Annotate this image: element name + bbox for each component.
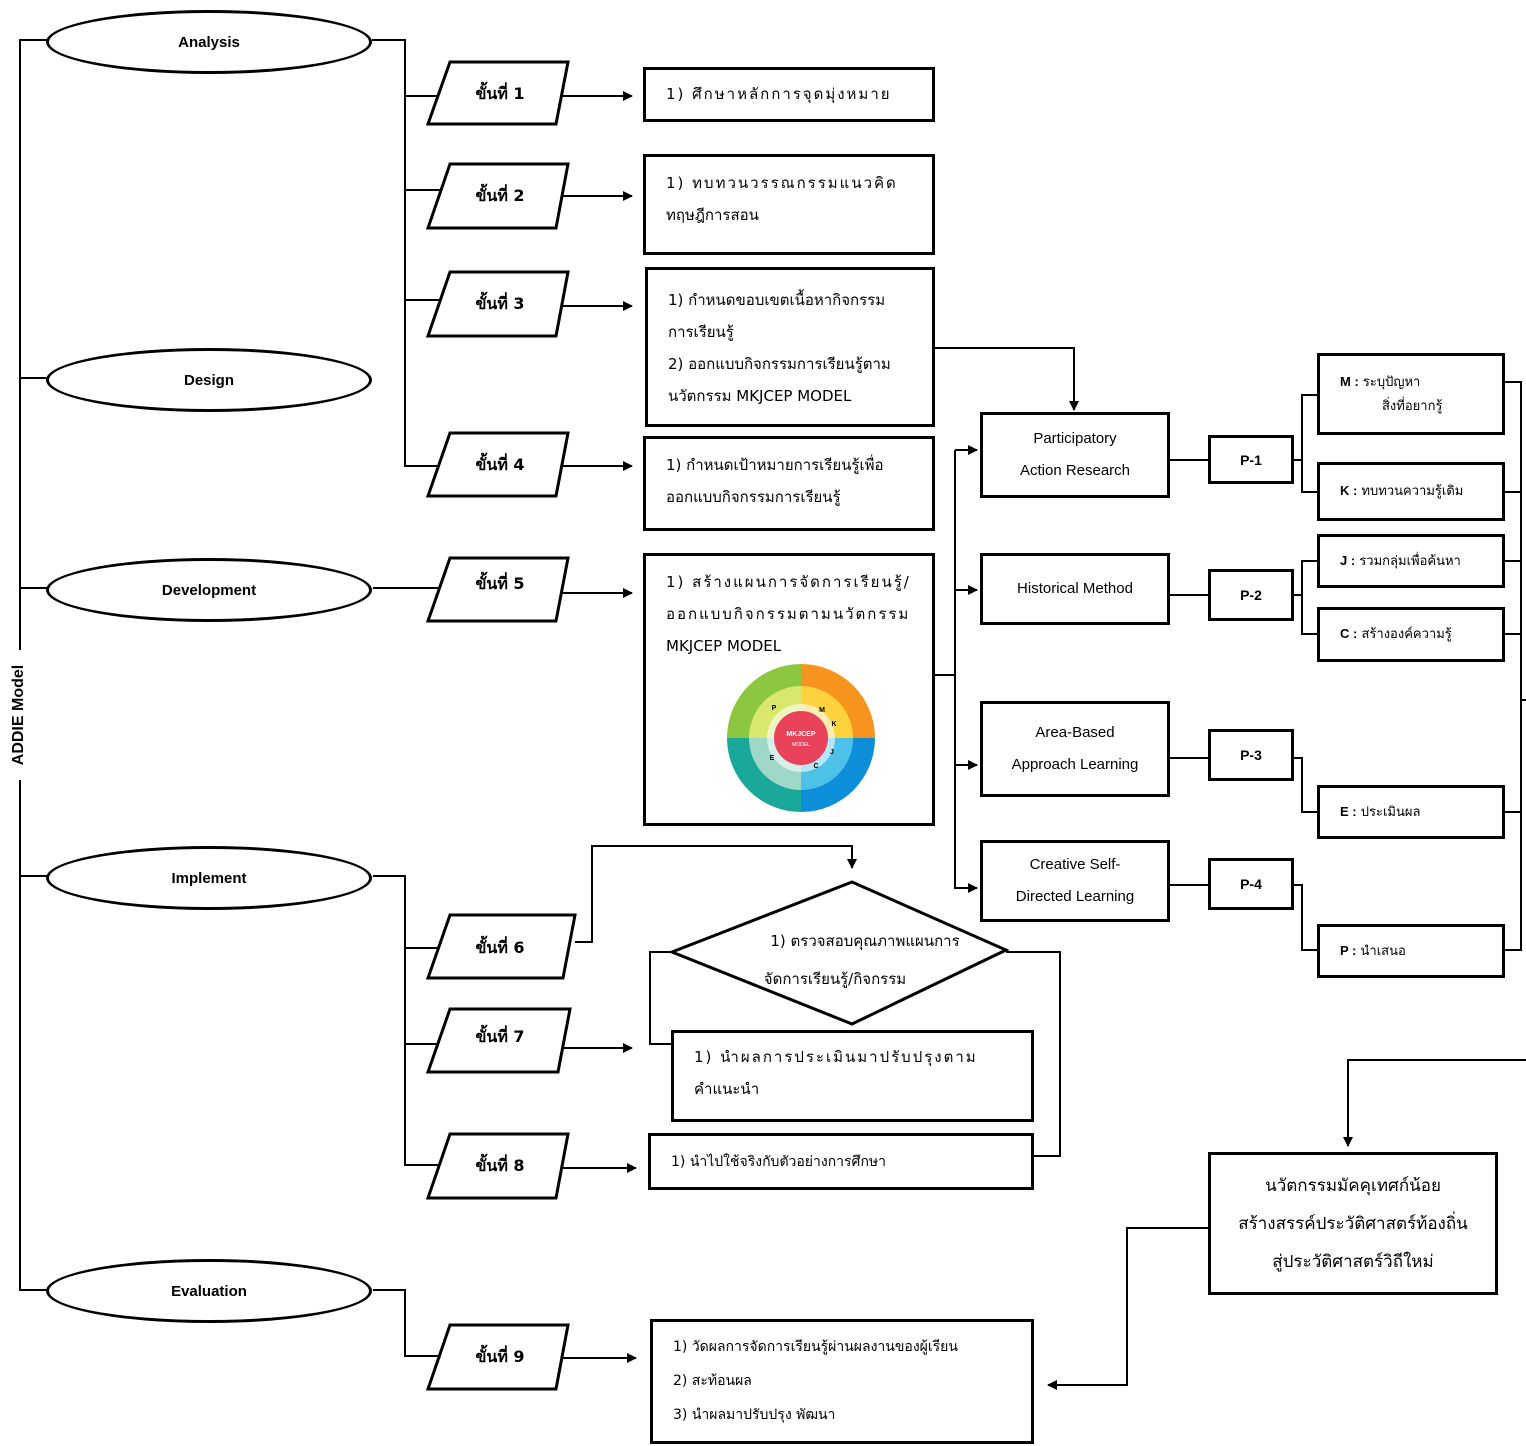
model-label: ADDIE Model [4, 650, 34, 780]
step-5-line: ออกแบบกิจกรรมตามนวัตกรรม [666, 605, 911, 623]
step-4-box: 1) กำหนดเป้าหมายการเรียนรู้เพื่อ ออกแบบก… [643, 436, 935, 531]
innovation-line: นวัตกรรมมัคคุเทศก์น้อย [1265, 1176, 1441, 1196]
method-line: Area-Based [1035, 724, 1115, 741]
wheel-letter: M [819, 707, 825, 714]
letter-text: นำเสนอ [1360, 943, 1406, 959]
phase-development: Development [46, 558, 372, 622]
step-3-line: นวัตกรรม MKJCEP MODEL [668, 387, 852, 405]
phase-label: Design [183, 371, 234, 389]
wheel-letter: J [830, 749, 834, 756]
step-9-line: 3) นำผลมาปรับปรุง พัฒนา [673, 1407, 836, 1423]
method-line: Participatory [1033, 430, 1117, 447]
step-7-line: 1) นำผลการประเมินมาปรับปรุงตาม [694, 1048, 978, 1066]
step-6-text: 1) ตรวจสอบคุณภาพแผนการ จัดการเรียนรู้/กิ… [725, 922, 1005, 998]
wheel-center-text: MKJCEP [786, 731, 816, 738]
step-9-line: 2) สะท้อนผล [673, 1373, 752, 1389]
step-7-line: คำแนะนำ [694, 1080, 760, 1098]
step-4-line: ออกแบบกิจกรรมการเรียนรู้ [666, 488, 841, 506]
step-5-label: ขั้นที่ 5 [475, 573, 525, 593]
wheel-letter: P [772, 705, 777, 712]
phase-evaluation: Evaluation [46, 1259, 372, 1323]
method-participatory: Participatory Action Research [980, 412, 1170, 498]
letter-text: ทบทวนความรู้เดิม [1361, 484, 1464, 499]
step-7-label: ขั้นที่ 7 [475, 1026, 525, 1046]
mkjcep-wheel-icon: MKJCEP MODEL M K J C E P [727, 664, 875, 812]
letter-p: P : นำเสนอ [1317, 924, 1505, 978]
phase-design: Design [46, 348, 372, 412]
letter-k: K : ทบทวนความรู้เดิม [1317, 462, 1505, 521]
step-1-label: ขั้นที่ 1 [475, 83, 525, 103]
method-line: Creative Self- [1029, 856, 1121, 873]
letter-key: P : [1340, 942, 1357, 958]
method-historical: Historical Method [980, 553, 1170, 625]
p1-box: P-1 [1208, 435, 1294, 484]
innovation-box: นวัตกรรมมัคคุเทศก์น้อย สร้างสรรค์ประวัติ… [1208, 1152, 1498, 1295]
step-4-line: 1) กำหนดเป้าหมายการเรียนรู้เพื่อ [666, 456, 884, 474]
letter-key: J : [1340, 552, 1356, 568]
step-2-box: 1) ทบทวนวรรณกรรมแนวคิด ทฤษฎีการสอน [643, 154, 935, 255]
p4-box: P-4 [1208, 858, 1294, 910]
step-2-line: ทฤษฎีการสอน [666, 206, 759, 224]
step-6-line: จัดการเรียนรู้/กิจกรรม [763, 970, 907, 988]
p3-box: P-3 [1208, 729, 1294, 781]
innovation-line: สู่ประวัติศาสตร์วิถีใหม่ [1272, 1252, 1434, 1272]
phase-analysis: Analysis [46, 10, 372, 74]
wheel-letter: K [831, 721, 836, 728]
step-7-box: 1) นำผลการประเมินมาปรับปรุงตาม คำแนะนำ [671, 1030, 1034, 1122]
phase-implement: Implement [46, 846, 372, 910]
letter-text: ประเมินผล [1360, 804, 1421, 820]
step-1-line: 1) ศึกษาหลักการจุดมุ่งหมาย [666, 85, 892, 103]
letter-text: สร้างองค์ความรู้ [1361, 627, 1452, 642]
step-5-box: 1) สร้างแผนการจัดการเรียนรู้/ ออกแบบกิจก… [643, 553, 935, 826]
letter-key: M : [1340, 373, 1359, 389]
wheel-letter: C [813, 763, 818, 770]
step-8-box: 1) นำไปใช้จริงกับตัวอย่างการศึกษา [648, 1133, 1034, 1190]
step-3-line: การเรียนรู้ [668, 323, 734, 341]
step-2-line: 1) ทบทวนวรรณกรรมแนวคิด [666, 174, 898, 192]
step-1-box: 1) ศึกษาหลักการจุดมุ่งหมาย [643, 67, 935, 122]
step-8-line: 1) นำไปใช้จริงกับตัวอย่างการศึกษา [671, 1154, 887, 1170]
p2-box: P-2 [1208, 569, 1294, 621]
phase-label: Evaluation [171, 1282, 247, 1300]
step-3-line: 1) กำหนดขอบเขตเนื้อหากิจกรรม [668, 291, 886, 309]
wheel-center-sub: MODEL [792, 742, 810, 748]
step-6-label: ขั้นที่ 6 [475, 937, 525, 957]
phase-label: Implement [171, 869, 247, 887]
letter-text: รวมกลุ่มเพื่อค้นหา [1359, 553, 1461, 569]
letter-j: J : รวมกลุ่มเพื่อค้นหา [1317, 534, 1505, 588]
letter-key: E : [1340, 803, 1357, 819]
step-2-label: ขั้นที่ 2 [475, 185, 525, 205]
method-line: Directed Learning [1015, 888, 1135, 905]
wheel-letter: E [770, 755, 775, 762]
phase-label: Analysis [178, 33, 240, 51]
method-area-based: Area-Based Approach Learning [980, 701, 1170, 797]
step-3-box: 1) กำหนดขอบเขตเนื้อหากิจกรรม การเรียนรู้… [645, 267, 935, 427]
step-3-line: 2) ออกแบบกิจกรรมการเรียนรู้ตาม [668, 355, 891, 373]
method-line: Action Research [1019, 462, 1131, 479]
method-line: Approach Learning [1011, 756, 1139, 773]
letter-c: C : สร้างองค์ความรู้ [1317, 607, 1505, 662]
letter-text: ระบุปัญหา [1362, 374, 1421, 390]
step-4-label: ขั้นที่ 4 [475, 454, 525, 474]
phase-label: Development [161, 581, 257, 599]
letter-e: E : ประเมินผล [1317, 785, 1505, 839]
letter-text: สิ่งที่อยากรู้ [1382, 398, 1443, 414]
letter-key: K : [1340, 483, 1358, 498]
review-diamond [667, 880, 1010, 1026]
step-9-label: ขั้นที่ 9 [475, 1346, 525, 1366]
step-shape [425, 60, 570, 126]
step-5-line: 1) สร้างแผนการจัดการเรียนรู้/ [666, 573, 911, 591]
letter-m: M : ระบุปัญหา สิ่งที่อยากรู้ [1317, 353, 1505, 435]
step-9-box: 1) วัดผลการจัดการเรียนรู้ผ่านผลงานของผู้… [650, 1319, 1034, 1444]
innovation-line: สร้างสรรค์ประวัติศาสตร์ท้องถิ่น [1238, 1214, 1468, 1234]
method-line: Historical Method [1017, 580, 1133, 597]
step-8-label: ขั้นที่ 8 [475, 1155, 525, 1175]
letter-key: C : [1340, 626, 1358, 641]
step-3-label: ขั้นที่ 3 [475, 293, 525, 313]
step-5-line: MKJCEP MODEL [666, 637, 782, 655]
step-6-line: 1) ตรวจสอบคุณภาพแผนการ [770, 932, 960, 950]
step-9-line: 1) วัดผลการจัดการเรียนรู้ผ่านผลงานของผู้… [673, 1339, 958, 1355]
method-creative: Creative Self- Directed Learning [980, 840, 1170, 922]
